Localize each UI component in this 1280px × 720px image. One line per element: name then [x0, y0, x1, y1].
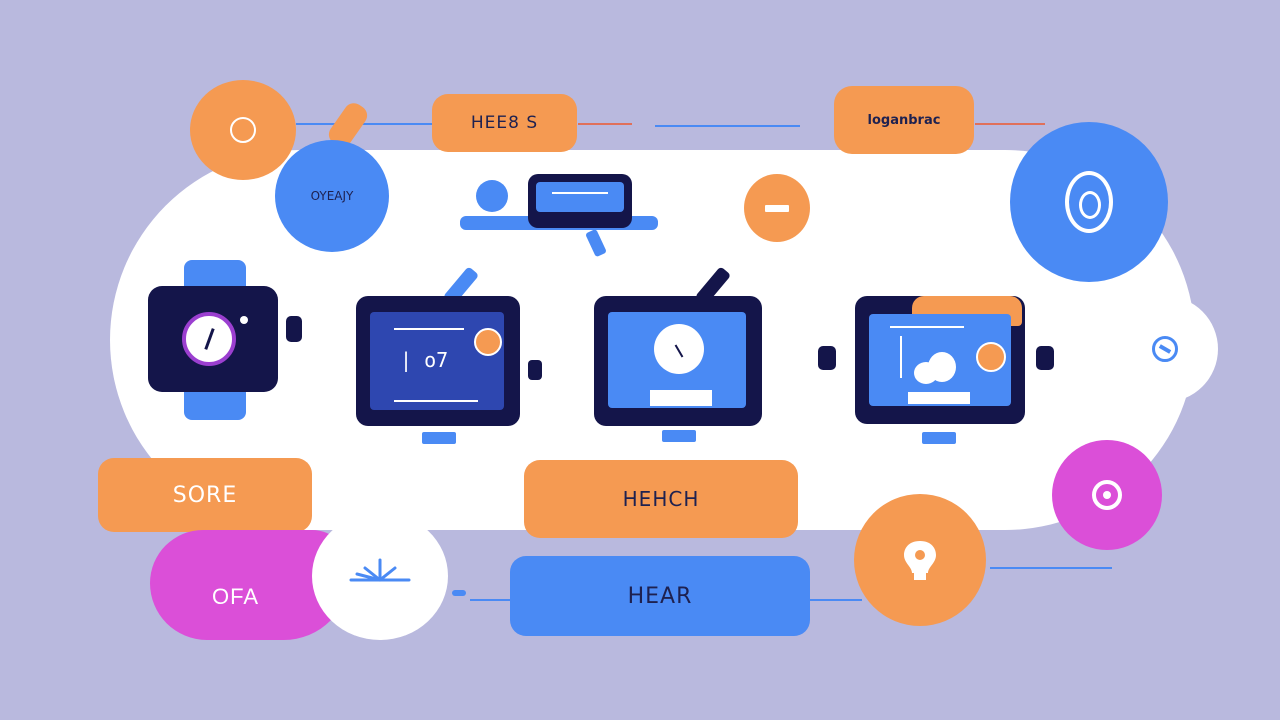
small-dot: [452, 590, 466, 596]
monitor-1-text: | o7: [400, 348, 449, 372]
orange-circle-small[interactable]: [744, 174, 810, 242]
orange-circle-bulb[interactable]: [854, 494, 986, 626]
left-pill-label: SORE: [172, 482, 238, 508]
left-pill[interactable]: SORE: [98, 458, 312, 532]
donut-icon: [1092, 480, 1122, 510]
monitor-device-3: [818, 296, 1058, 446]
sprout-icon: [349, 558, 411, 582]
top-right-pill-label: loganbrac: [867, 112, 941, 128]
blue-circle-left[interactable]: OYEAJY: [275, 140, 389, 252]
blue-circle-right[interactable]: [1010, 122, 1168, 282]
top-center-pill[interactable]: HEE8 S: [432, 94, 577, 152]
orange-circle-top-left[interactable]: [190, 80, 296, 180]
monitor-device-2: [594, 262, 784, 450]
blue-circle-left-label: OYEAJY: [310, 189, 354, 203]
magenta-blob-label: OFA: [212, 584, 260, 609]
center-pill-label: HEHCH: [622, 487, 700, 511]
bottom-center-pill[interactable]: HEAR: [510, 556, 810, 636]
smartwatch-device: [148, 260, 308, 420]
clock-icon: [654, 324, 704, 374]
block-icon: [1152, 336, 1178, 362]
top-center-pill-label: HEE8 S: [470, 113, 539, 133]
top-right-pill[interactable]: loganbrac: [834, 86, 974, 154]
slot-icon: [765, 204, 789, 212]
white-circle-bottom[interactable]: [312, 512, 448, 640]
center-pill[interactable]: HEHCH: [524, 460, 798, 538]
bulb-icon: [904, 541, 936, 580]
magenta-circle[interactable]: [1052, 440, 1162, 550]
monitor-device-1: | o7: [356, 262, 546, 450]
white-circle-right[interactable]: [1112, 296, 1218, 402]
watch-icon: [182, 312, 236, 366]
bottom-center-pill-label: HEAR: [627, 583, 693, 609]
photo-icon: [914, 352, 958, 384]
laptop-device: [460, 172, 660, 262]
eye-icon: [1065, 171, 1113, 233]
ring-icon: [230, 117, 256, 143]
